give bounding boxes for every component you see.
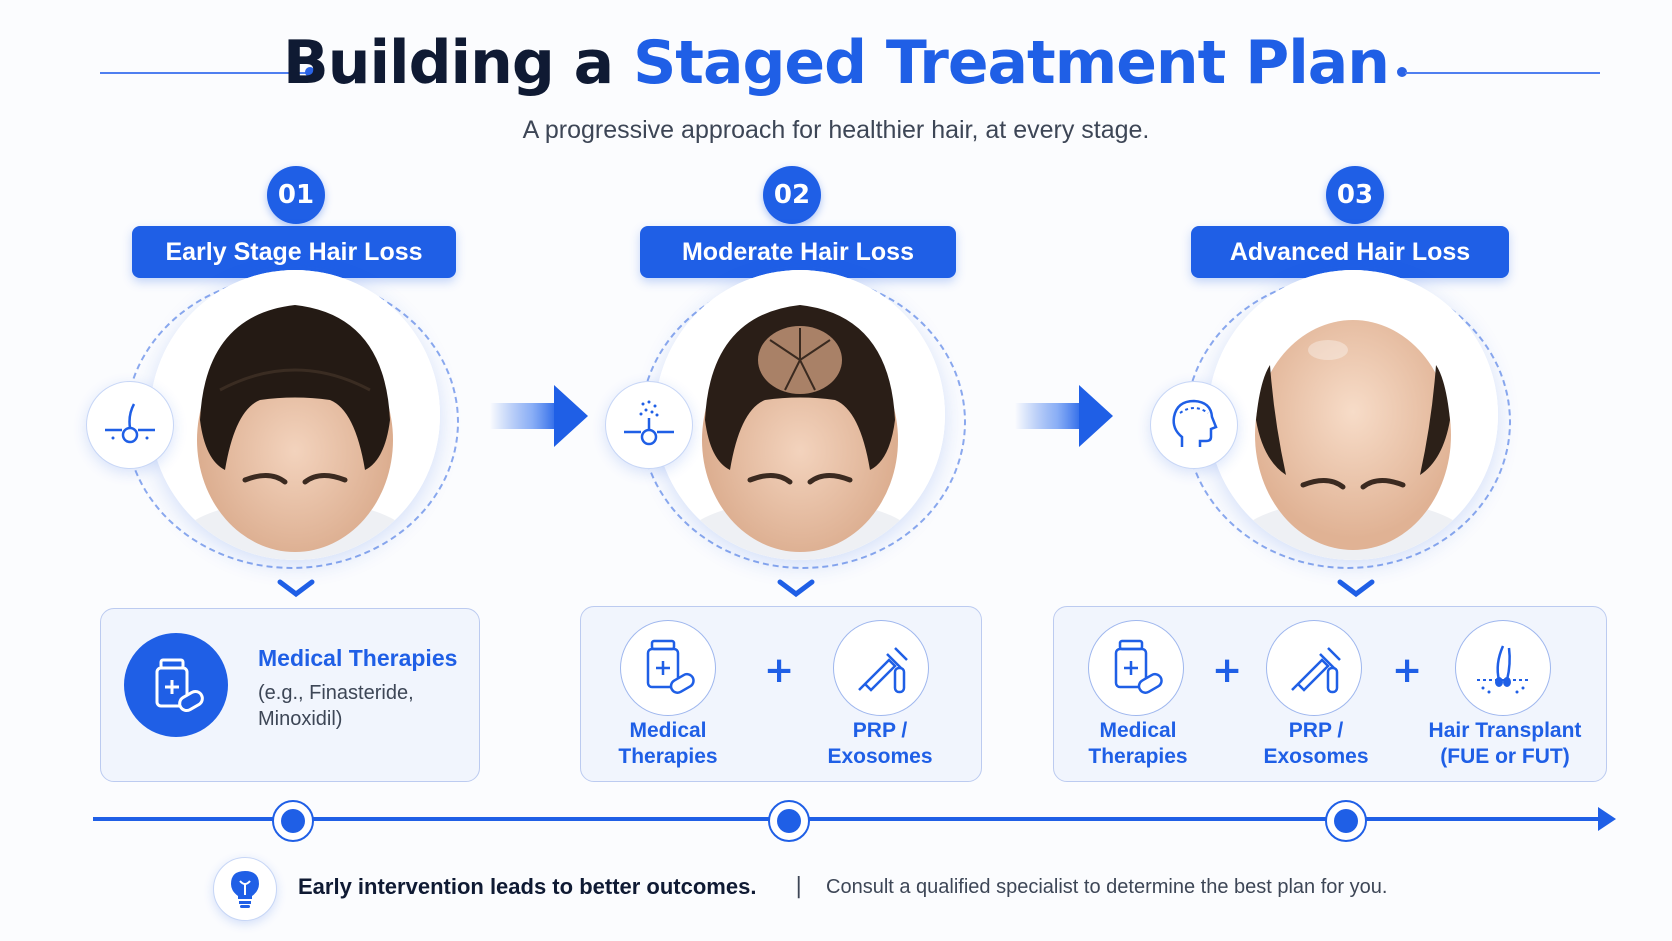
- stage-1-treatment-detail: (e.g., Finasteride, Minoxidil): [258, 682, 414, 730]
- caption-line: Exosomes: [827, 745, 933, 768]
- title-highlight: Staged Treatment Plan: [633, 28, 1390, 98]
- plus-sign: +: [764, 650, 795, 691]
- timeline-node-3: [1325, 800, 1367, 842]
- caption-line: Medical: [1099, 719, 1177, 742]
- stage-1-chevron-down-icon: [277, 579, 315, 598]
- lightbulb-icon: [213, 857, 277, 921]
- footer-sub-text: Consult a qualified specialist to determ…: [826, 876, 1388, 898]
- stage-arrow-1: [490, 385, 588, 447]
- stage-2-label: Moderate Hair Loss: [640, 226, 956, 278]
- stage-arrow-2: [1015, 385, 1113, 447]
- stage-3-treatment-3-caption: Hair Transplant (FUE or FUT): [1405, 718, 1605, 770]
- plus-sign: +: [1392, 650, 1423, 691]
- stage-1-head-photo: [150, 270, 440, 560]
- follicle-treatment-icon: [605, 381, 693, 469]
- timeline-arrowhead-icon: [1598, 807, 1616, 831]
- timeline-node-1: [272, 800, 314, 842]
- hair-follicle-icon: [86, 381, 174, 469]
- title-deco-line-left: [100, 72, 310, 74]
- stage-1-label: Early Stage Hair Loss: [132, 226, 456, 278]
- caption-line: Therapies: [1088, 745, 1188, 768]
- timeline-node-dot: [777, 809, 801, 833]
- stage-2-number: 02: [763, 166, 821, 224]
- timeline-line: [93, 817, 1603, 821]
- stage-3-treatment-1-caption: Medical Therapies: [1058, 718, 1218, 770]
- plus-sign: +: [1212, 650, 1243, 691]
- title-dark: Building a: [283, 28, 614, 98]
- stage-1-treatment-title: Medical Therapies: [258, 645, 458, 671]
- stage-2-treatment-2-caption: PRP / Exosomes: [800, 718, 960, 770]
- caption-line: Exosomes: [1263, 745, 1369, 768]
- page-title: Building a Staged Treatment Plan: [0, 28, 1672, 98]
- hair-transplant-icon: [1455, 620, 1551, 716]
- caption-line: (FUE or FUT): [1440, 745, 1570, 768]
- caption-line: PRP /: [852, 719, 908, 742]
- stage-3-number: 03: [1326, 166, 1384, 224]
- caption-line: PRP /: [1288, 719, 1344, 742]
- title-deco-line-right: [1405, 72, 1600, 74]
- stage-3-treatment-2-caption: PRP / Exosomes: [1236, 718, 1396, 770]
- stage-3-head-photo: [1208, 270, 1498, 560]
- caption-line: Therapies: [618, 745, 718, 768]
- page-subtitle: A progressive approach for healthier hai…: [522, 116, 1150, 144]
- stage-3-chevron-down-icon: [1337, 579, 1375, 598]
- stage-1-number: 01: [267, 166, 325, 224]
- syringe-tube-icon: [1266, 620, 1362, 716]
- stage-2-chevron-down-icon: [777, 579, 815, 598]
- syringe-tube-icon: [833, 620, 929, 716]
- timeline-node-dot: [281, 809, 305, 833]
- caption-line: Medical: [629, 719, 707, 742]
- stage-3-label: Advanced Hair Loss: [1191, 226, 1509, 278]
- medicine-bottle-icon: [1088, 620, 1184, 716]
- stage-1-medicine-icon: [124, 633, 228, 737]
- caption-line: Hair Transplant: [1428, 719, 1582, 742]
- footer-main-text: Early intervention leads to better outco…: [298, 874, 757, 899]
- stage-2-treatment-1-caption: Medical Therapies: [588, 718, 748, 770]
- head-profile-icon: [1150, 381, 1238, 469]
- timeline-node-2: [768, 800, 810, 842]
- title-deco-dot-left: [305, 67, 315, 77]
- title-deco-dot-right: [1397, 67, 1407, 77]
- timeline-node-dot: [1334, 809, 1358, 833]
- medicine-bottle-icon: [620, 620, 716, 716]
- stage-2-head-photo: [655, 270, 945, 560]
- footer-separator: |: [795, 874, 803, 899]
